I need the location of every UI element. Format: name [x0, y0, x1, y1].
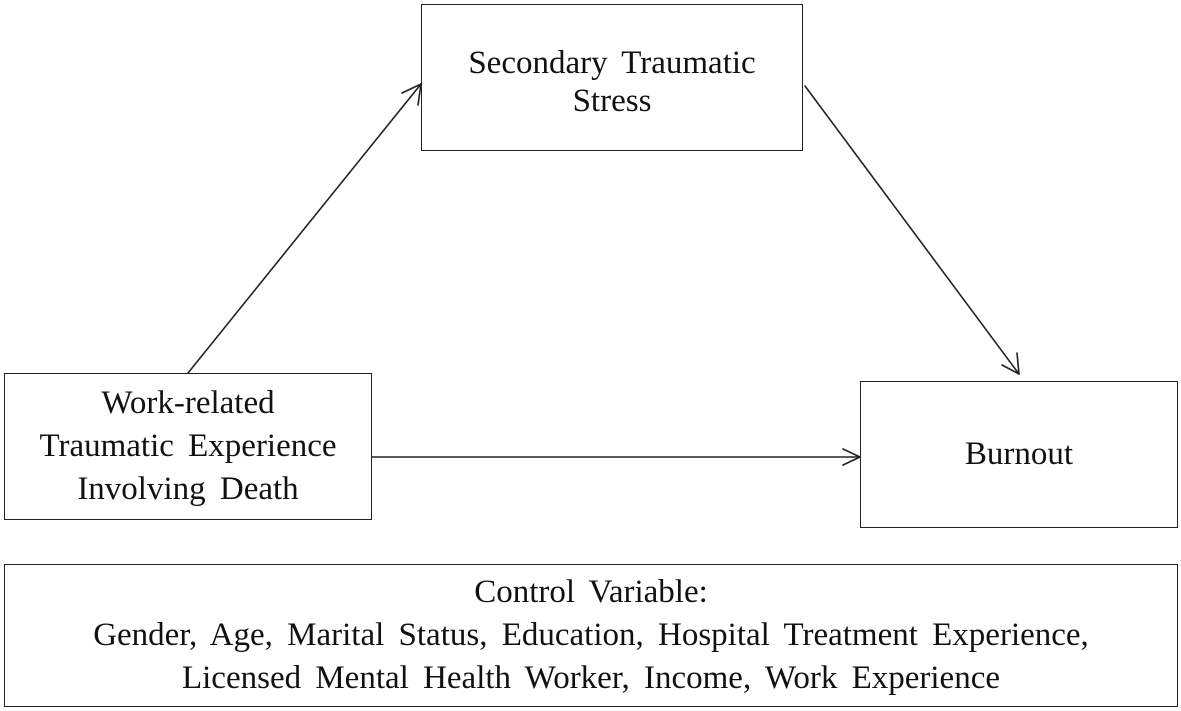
node-label-line: Work-related — [101, 385, 275, 421]
node-label-line: Traumatic Experience — [39, 428, 337, 464]
control-variables-title: Control Variable: — [474, 574, 708, 610]
node-label-line: Secondary Traumatic — [468, 45, 756, 81]
control-variables-line: Licensed Mental Health Worker, Income, W… — [181, 660, 1000, 696]
arrow-work-to-stress — [187, 83, 422, 374]
arrow-work-to-burnout — [371, 448, 861, 466]
node-secondary-traumatic-stress: Secondary Traumatic Stress — [421, 4, 803, 151]
node-label-line: Stress — [572, 83, 652, 119]
node-label-line: Burnout — [964, 436, 1074, 472]
arrow-stress-to-burnout — [804, 85, 1020, 375]
control-variables-line: Gender, Age, Marital Status, Education, … — [93, 617, 1089, 653]
node-burnout: Burnout — [860, 381, 1178, 528]
node-work-related-trauma: Work-related Traumatic Experience Involv… — [4, 373, 372, 520]
control-variables-box: Control Variable: Gender, Age, Marital S… — [4, 564, 1178, 707]
node-label-line: Involving Death — [77, 471, 299, 507]
